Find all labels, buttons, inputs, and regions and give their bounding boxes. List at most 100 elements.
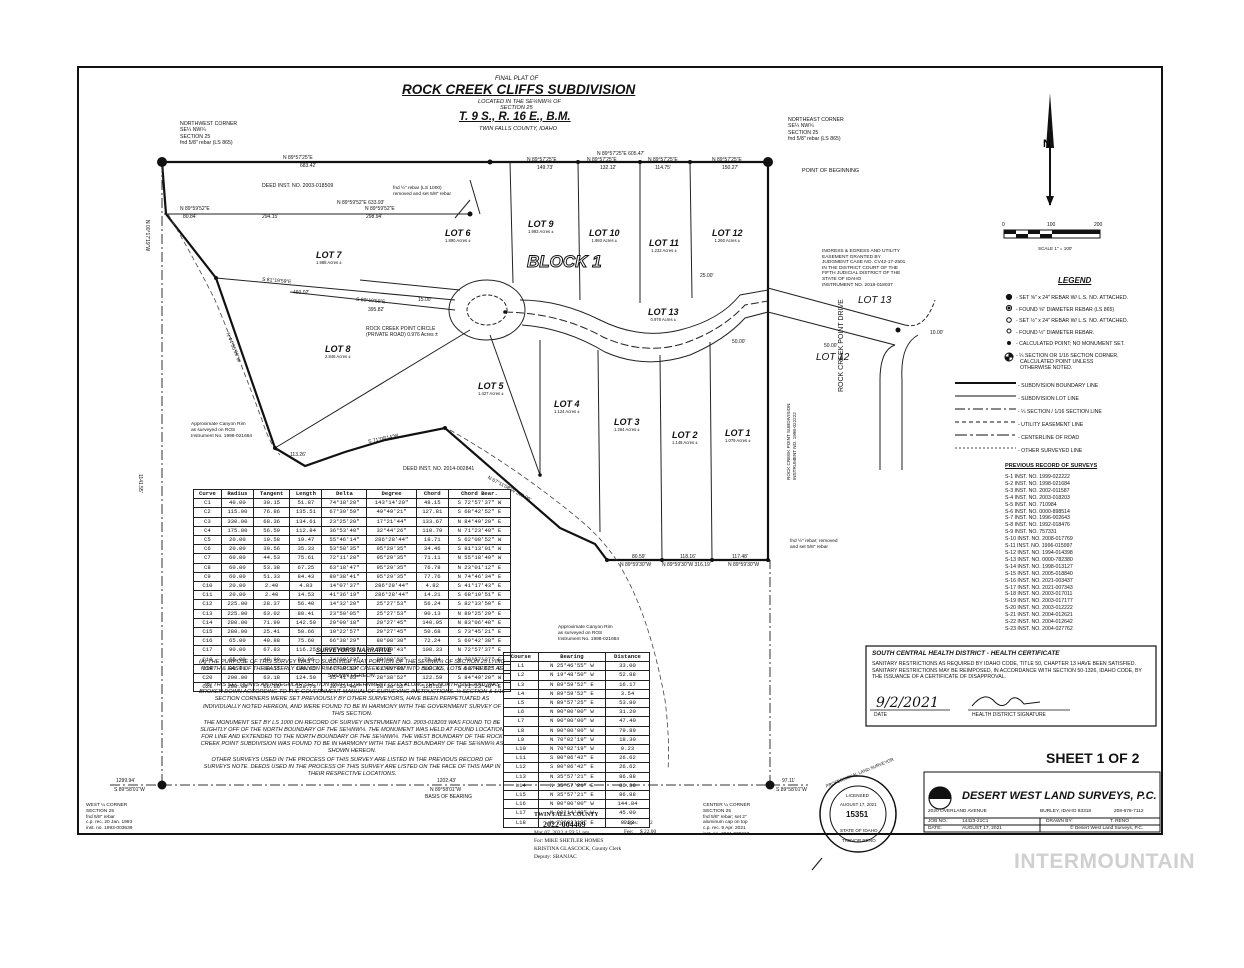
seal-state: STATE OF IDAHO [840, 828, 878, 833]
line-table-header: Course [503, 651, 539, 663]
previous-survey-item: S-18 INST. NO. 2003-017011 [1005, 591, 1073, 598]
line-table-cell: N 89°59'52" E [537, 688, 606, 700]
previous-survey-item: S-9 INST. NO. 757331 [1005, 529, 1057, 536]
curve-table-cell: 83.96 [289, 654, 323, 665]
curve-table-cell: 143°14'20" [366, 498, 417, 509]
date-label: DATE: [928, 826, 942, 831]
dim-n2-len: 132.12' [600, 165, 617, 171]
curve-table-header: Chord [415, 488, 449, 500]
line-table-cell: L7 [503, 716, 539, 727]
curve-table-cell: 88°08'30" [366, 636, 417, 647]
curve-table-cell: S 72°57'37" W [447, 498, 512, 509]
curve-table-cell: 128.73 [289, 682, 323, 693]
curve-table-cell: 28°38'52" [366, 682, 417, 693]
curve-table-cell: 51.33 [252, 571, 291, 583]
curve-table-cell: 134.61 [289, 516, 323, 527]
road-circle-label: ROCK CREEK POINT CIRCLE(PRIVATE ROAD) 0.… [366, 326, 438, 338]
recording-county: TWIN FALLS COUNTY [534, 812, 599, 818]
line-table-cell: N 70°02'19" W [537, 744, 606, 755]
basis-west-bearing: S 89°58'01"W [114, 787, 145, 793]
legend-symbol-list: - SET ⅝" x 24" REBAR W/ L.S. NO. ATTACHE… [1016, 295, 1129, 348]
curve-table-header: Delta [321, 488, 368, 500]
curve-table-cell: 88°08'52" [366, 654, 417, 665]
curve-table-cell: 71.11 [415, 553, 449, 564]
curve-table-cell: 2.40 [252, 590, 291, 601]
dim-lot8-len: 395.82' [368, 307, 385, 313]
sheet-border [77, 66, 1163, 835]
curve-table-cell: 25°27'53" [366, 599, 417, 610]
curve-table-cell: 30.15 [252, 498, 291, 509]
line-table-cell: L18 [503, 817, 539, 828]
curve-table-cell: 10.58 [252, 535, 291, 546]
curve-table-cell: 14.53 [289, 590, 323, 601]
line-table-cell: L6 [503, 707, 539, 718]
line-table-cell: 31.20 [604, 707, 651, 718]
curve-table-cell: S 69°42'38" E [447, 636, 512, 647]
curve-table-cell: C5 [193, 535, 222, 546]
deed-north-label: DEED INST. NO. 2003-018509 [262, 183, 334, 189]
curve-table-cell: C6 [193, 544, 222, 555]
curve-table-header: Length [289, 488, 323, 500]
job-value: 14423-21C1 [962, 819, 989, 824]
canyon-rim [167, 213, 669, 771]
previous-survey-item: S-10 INST. NO. 2008-017769 [1005, 536, 1073, 543]
curve-table-cell: C17 [193, 645, 222, 656]
health-certificate-box [865, 645, 1157, 727]
curve-table-cell: 90.13 [415, 608, 449, 619]
curve-table-cell: 286°28'44" [366, 535, 417, 546]
dim-n3: N 89°57'25"E [648, 157, 678, 163]
curve-table-cell: 20.00 [220, 544, 254, 555]
curve-table-cell: 100.02 [415, 663, 449, 675]
dim-west-side-len: 1141.55' [137, 474, 143, 493]
curve-table-cell: 14°07'37" [321, 581, 368, 592]
curve-table-cell: 20°27'45" [366, 617, 417, 629]
recording-deputy: Deputy: SBANJAC [534, 854, 577, 860]
company-logo-icon [928, 786, 952, 810]
curve-table-cell: 56.59 [252, 525, 291, 537]
dim-south-c-len: 117.48' [732, 554, 748, 560]
recording-for: For: MIKE SHETLER HOMES [534, 838, 604, 844]
curve-table-cell: 175.00 [220, 525, 254, 537]
watermark: INTERMOUNTAIN [1014, 850, 1196, 873]
curve-table-cell: C7 [193, 553, 222, 564]
curve-table-cell: 95°29'35" [366, 571, 417, 583]
located-line2: SECTION 25 [500, 105, 533, 111]
date-value: AUGUST 17, 2021 [962, 826, 1002, 831]
curve-table-cell: 63.18 [252, 673, 291, 684]
curve-table-cell: 66.66 [252, 682, 291, 693]
curve-table-cell: N 55°18'49" W [447, 553, 512, 564]
curve-table-cell: 122.59 [415, 673, 449, 684]
dim-width-25: 25.00' [700, 273, 714, 279]
curve-table-cell: 23°50'05" [321, 608, 368, 619]
located-line1: LOCATED IN THE SE¼NW¼ OF [478, 99, 561, 105]
copyright: © Desert West Land Surveys, P.C. [1070, 826, 1144, 831]
line-table-cell: N 90°00'00" W [537, 707, 606, 718]
line-table-cell: N 35°57'21" E [537, 780, 606, 792]
narrative-title: SURVEYOR'S NARRATIVE [316, 648, 392, 654]
curve-table-cell: C4 [193, 525, 222, 537]
line-table-cell: 53.80 [604, 698, 651, 709]
curve-table-cell: 20.00 [220, 535, 254, 546]
curve-table-cell: S 73°45'21" E [447, 627, 512, 638]
